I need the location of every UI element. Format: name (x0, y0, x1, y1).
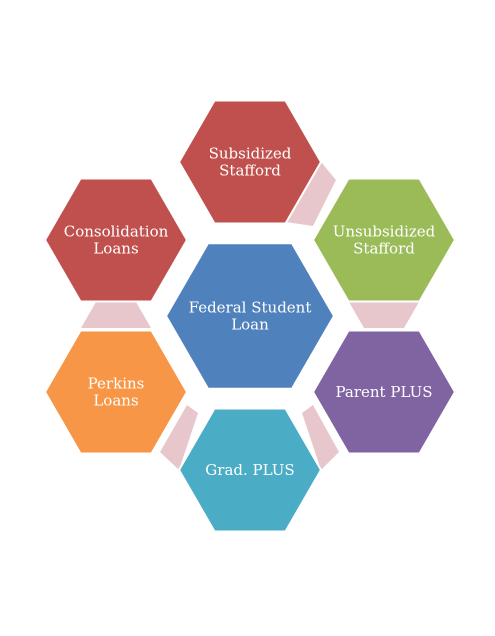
parent-plus-hexagon: Parent PLUS (311, 329, 457, 455)
connector-subsidized-unsubsidized (286, 162, 336, 226)
perkins-loans-hexagon-shape (43, 329, 189, 455)
grad-plus-hexagon-shape (177, 407, 323, 533)
subsidized-stafford-hexagon-shape (177, 99, 323, 225)
perkins-loans-hexagon-label-line-2: Loans (93, 392, 138, 410)
consolidation-loans-hexagon-shape (43, 177, 189, 303)
grad-plus-hexagon: Grad. PLUS (177, 407, 323, 533)
connector-grad-perkins (160, 405, 198, 470)
connector-unsubsidized-parent (349, 302, 419, 328)
connector-group (81, 162, 419, 470)
connector-parent-grad (302, 405, 339, 470)
federal-student-loan-hexagon-label-line-2: Loan (231, 316, 269, 334)
unsubsidized-stafford-hexagon-label-line-2: Stafford (353, 240, 415, 258)
unsubsidized-stafford-hexagon-label-line-1: Unsubsidized (333, 223, 436, 241)
unsubsidized-stafford-hexagon-shape (311, 177, 457, 303)
hexagon-group: SubsidizedStaffordUnsubsidizedStaffordPa… (43, 99, 457, 533)
parent-plus-hexagon-label-line-1: Parent PLUS (335, 383, 432, 401)
subsidized-stafford-hexagon-label-line-1: Subsidized (209, 145, 292, 163)
federal-student-loan-hexagon-shape (164, 242, 336, 390)
consolidation-loans-hexagon-label-line-1: Consolidation (64, 223, 169, 241)
perkins-loans-hexagon-label-line-1: Perkins (88, 375, 145, 393)
parent-plus-hexagon-shape (311, 329, 457, 455)
subsidized-stafford-hexagon-label-line-2: Stafford (219, 162, 281, 180)
federal-student-loan-hexagon-label-line-1: Federal Student (189, 299, 312, 317)
connector-perkins-consolidation (81, 302, 151, 328)
consolidation-loans-hexagon-label-line-2: Loans (93, 240, 138, 258)
grad-plus-hexagon-label-line-1: Grad. PLUS (205, 461, 294, 479)
